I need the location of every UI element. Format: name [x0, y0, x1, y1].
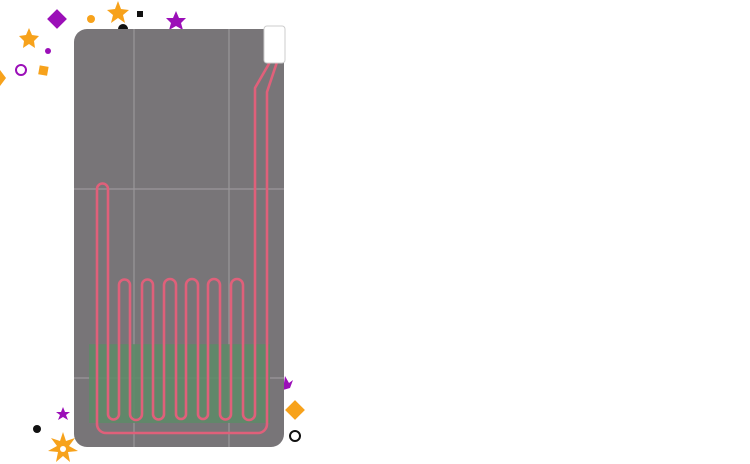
confetti-star-icon [19, 28, 39, 48]
tube-path[interactable] [95, 61, 279, 435]
confetti-square-icon [38, 65, 49, 76]
confetti-star-icon [56, 407, 70, 420]
confetti-diamond-icon [47, 9, 67, 29]
confetti-decoration [0, 1, 305, 462]
confetti-diamond-icon [285, 400, 305, 420]
confetti-burst-center [60, 446, 66, 452]
confetti-star-icon [107, 1, 129, 23]
confetti-star-icon [166, 11, 186, 30]
confetti-dot-icon [33, 425, 41, 433]
confetti-ring-icon [289, 430, 301, 442]
tube-source-cap[interactable] [263, 25, 286, 64]
confetti-ring-icon [15, 64, 27, 76]
confetti-star-icon [0, 70, 6, 86]
confetti-dot-icon [45, 48, 51, 54]
confetti-square-icon [137, 11, 143, 17]
confetti-star-icon [283, 376, 293, 390]
confetti-dot-icon [87, 15, 95, 23]
